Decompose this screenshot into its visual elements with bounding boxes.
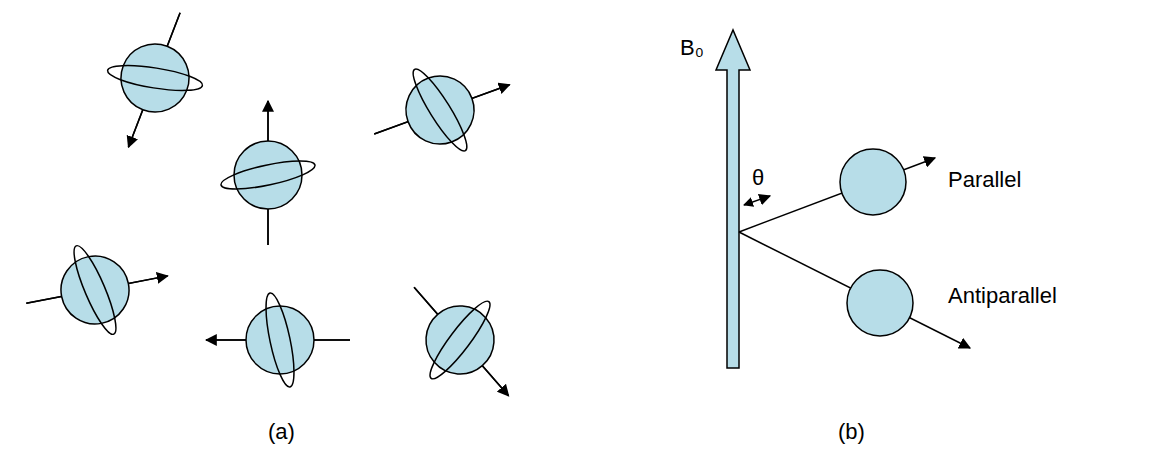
parallel-axis xyxy=(739,158,935,232)
field-label: B₀ xyxy=(680,36,704,60)
angle-label: θ xyxy=(752,166,764,190)
spin-sphere xyxy=(847,270,913,336)
spin-sphere xyxy=(206,291,350,389)
panel-label: (a) xyxy=(268,420,295,444)
state-label: Antiparallel xyxy=(948,284,1057,308)
spin-sphere xyxy=(840,149,906,215)
spin-sphere xyxy=(377,255,545,428)
spin-sphere xyxy=(17,228,177,352)
panel-label: (b) xyxy=(838,420,865,444)
state-label: Parallel xyxy=(948,168,1021,192)
spin-sphere xyxy=(357,39,526,180)
angle-marker xyxy=(744,196,770,205)
spin-sphere xyxy=(83,0,226,165)
spin-sphere xyxy=(219,101,317,245)
field-arrow xyxy=(716,30,750,368)
antiparallel-axis xyxy=(739,232,970,348)
